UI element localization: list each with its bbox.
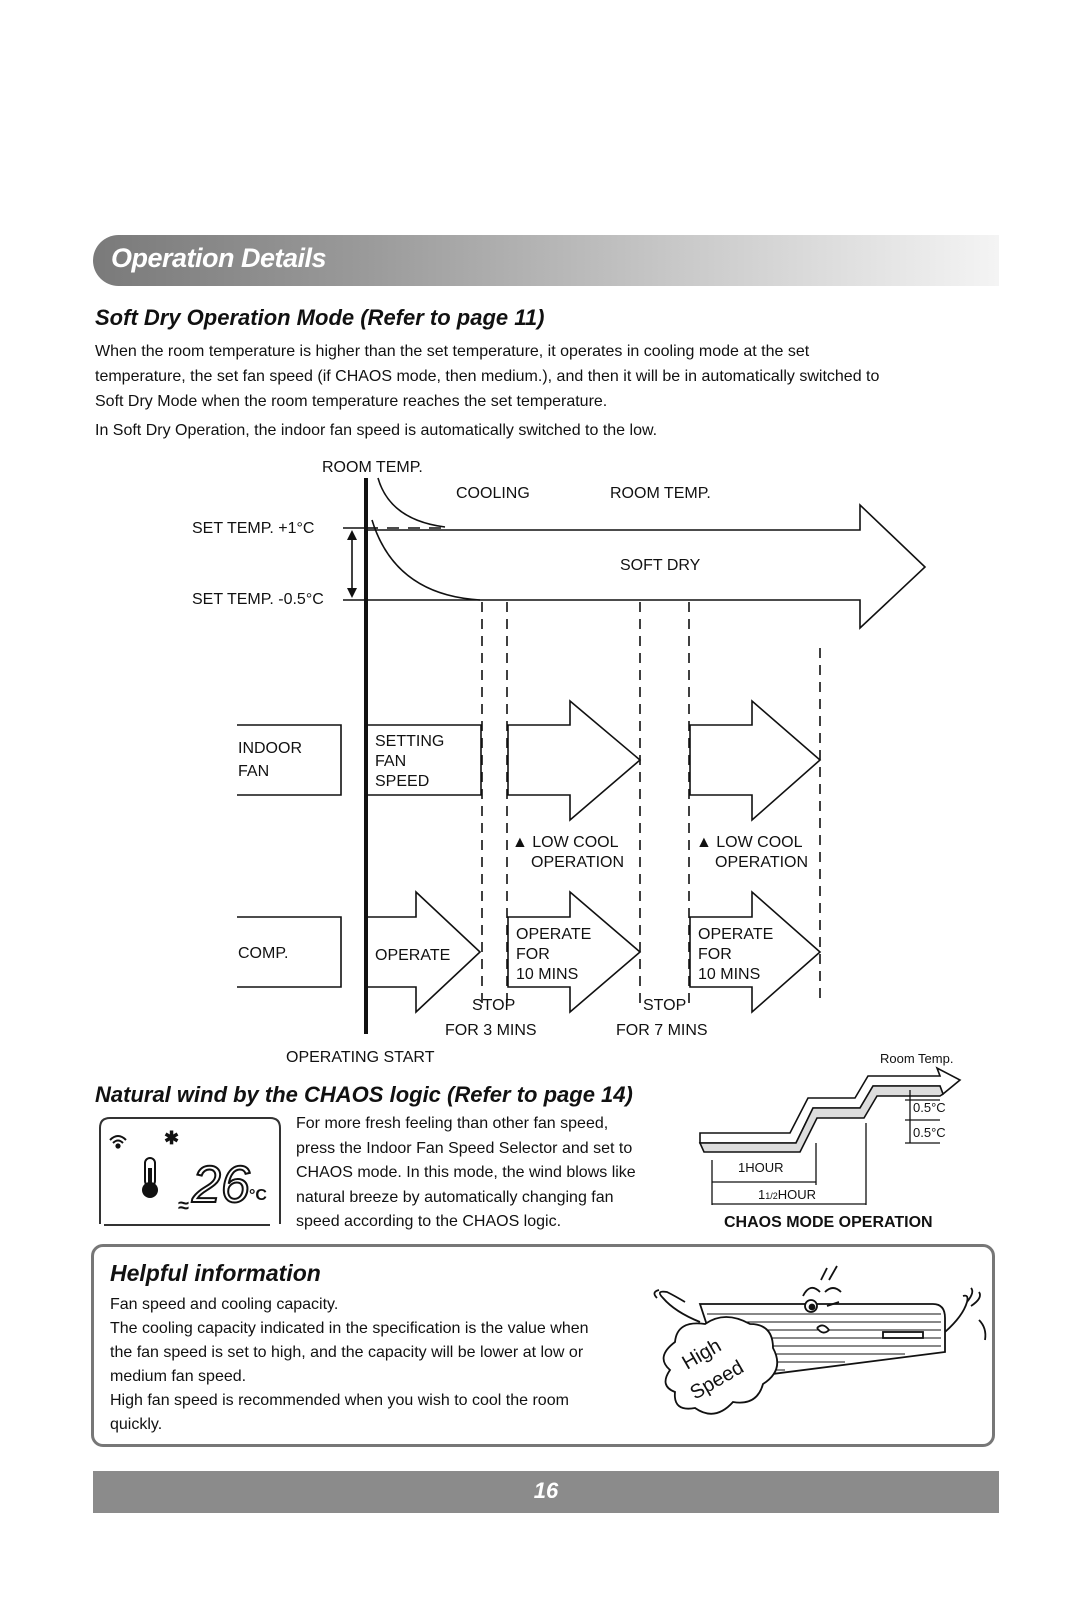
graph-1hour-label: 1HOUR	[738, 1160, 784, 1175]
footer-bar: 16	[93, 1471, 999, 1513]
graph-room-temp-label: Room Temp.	[880, 1051, 953, 1066]
paragraph-line: press the Indoor Fan Speed Selector and …	[296, 1139, 633, 1157]
fan-signal-icon	[109, 1135, 127, 1149]
operate-arrow	[366, 890, 482, 1014]
operate-for-label-2b: FOR	[698, 946, 732, 963]
room-temp-curve-label: ROOM TEMP.	[610, 485, 711, 502]
paragraph-line: CHAOS mode. In this mode, the wind blows…	[296, 1164, 636, 1181]
face-mouth	[816, 1324, 831, 1334]
comp-box	[237, 916, 342, 988]
operate-for-label-1a: OPERATE	[516, 926, 591, 943]
wind-icon: ≈	[178, 1195, 189, 1217]
paragraph-line: the fan speed is set to high, and the ca…	[110, 1344, 584, 1361]
speed-cloud	[662, 1316, 779, 1415]
helpful-info-box	[91, 1244, 995, 1447]
stop-label-2b: FOR 7 MINS	[616, 1022, 708, 1039]
paragraph-line: medium fan speed.	[110, 1368, 247, 1385]
fan-low-arrow-1	[507, 699, 642, 822]
paragraph-line: Soft Dry Mode when the room temperature …	[95, 393, 608, 410]
paragraph-line: When the room temperature is higher than…	[95, 343, 810, 360]
wind-strip-shade	[698, 1085, 944, 1153]
chaos-paragraph: For more fresh feeling than other fan sp…	[296, 1112, 696, 1235]
cooling-curve	[377, 477, 446, 528]
section-banner: Operation Details	[93, 235, 999, 286]
effort-lines	[820, 1265, 838, 1281]
cooling-label: COOLING	[456, 485, 530, 502]
operate-for-arrow-2	[689, 890, 822, 1014]
soft-dry-note: In Soft Dry Operation, the indoor fan sp…	[95, 422, 658, 439]
paragraph-line: High fan speed is recommended when you w…	[110, 1392, 569, 1409]
comp-label: COMP.	[238, 945, 288, 962]
operate-for-label-2c: 10 MINS	[698, 966, 760, 983]
low-cool-label-1a: ▲ LOW COOL	[512, 834, 619, 851]
operate-for-label-1b: FOR	[516, 946, 550, 963]
soft-dry-label: SOFT DRY	[620, 557, 701, 574]
low-cool-label-2b: OPERATION	[715, 854, 808, 871]
helpful-heading: Helpful information	[110, 1260, 321, 1286]
setting-fan-box	[366, 724, 482, 796]
thermometer-icon	[142, 1157, 158, 1198]
stop-label-2a: STOP	[643, 997, 686, 1014]
operate-for-label-2a: OPERATE	[698, 926, 773, 943]
indoor-fan-box	[237, 724, 342, 796]
paragraph-line: speed according to the CHAOS logic.	[296, 1213, 562, 1230]
mode-arrow	[366, 503, 927, 630]
low-cool-label-2a: ▲ LOW COOL	[696, 834, 803, 851]
paragraph-line: natural breeze by automatically changing…	[296, 1188, 614, 1206]
air-conditioner-cartoon: High Speed	[653, 1265, 987, 1415]
paragraph-line: For more fresh feeling than other fan sp…	[296, 1115, 609, 1132]
indoor-fan-label-1: INDOOR	[238, 740, 302, 757]
chaos-heading: Natural wind by the CHAOS logic (Refer t…	[95, 1082, 633, 1107]
soft-dry-curve	[371, 519, 481, 601]
room-temp-axis-label: ROOM TEMP.	[322, 459, 423, 476]
fan-low-arrow-2	[689, 699, 822, 822]
operate-label: OPERATE	[375, 947, 450, 964]
setting-fan-label-1: SETTING	[375, 733, 444, 750]
display-unit: °C	[249, 1187, 267, 1204]
setting-fan-label-2: FAN	[375, 753, 406, 770]
operate-for-label-1c: 10 MINS	[516, 966, 578, 983]
paragraph-line: Fan speed and cooling capacity.	[110, 1296, 339, 1313]
set-temp-plus-label: SET TEMP. +1°C	[192, 520, 314, 537]
temp-span-arrowheads	[347, 530, 357, 598]
face-brow-left	[802, 1286, 821, 1297]
operate-for-arrow-1	[507, 890, 642, 1014]
soft-dry-paragraph: When the room temperature is higher than…	[95, 339, 995, 414]
graph-1half-hour-label: 11/2HOUR	[758, 1187, 816, 1202]
face-eye-right	[826, 1301, 840, 1307]
low-cool-label-1b: OPERATION	[531, 854, 624, 871]
setting-fan-label-3: SPEED	[375, 773, 429, 790]
stop-label-1b: FOR 3 MINS	[445, 1022, 537, 1039]
snowflake-icon: ✱	[164, 1128, 179, 1148]
time-markers	[481, 602, 821, 1005]
paragraph-line: temperature, the set fan speed (if CHAOS…	[95, 368, 880, 385]
remote-display-illustration: ✱ 26 °C ≈	[99, 1117, 281, 1226]
stop-label-1a: STOP	[472, 997, 515, 1014]
section-title: Operation Details	[111, 243, 327, 273]
motion-lines	[978, 1319, 987, 1341]
helpful-paragraph: Fan speed and cooling capacity. The cool…	[110, 1293, 670, 1437]
set-temp-minus-label: SET TEMP. -0.5°C	[192, 591, 324, 608]
left-arm	[658, 1290, 701, 1323]
soft-dry-timing-diagram: ROOM TEMP. COOLING ROOM TEMP. SET TEMP. …	[192, 459, 927, 1066]
indoor-fan-label-2: FAN	[238, 763, 269, 780]
left-hand	[653, 1289, 660, 1299]
right-arm	[944, 1287, 981, 1333]
soft-dry-heading: Soft Dry Operation Mode (Refer to page 1…	[95, 305, 545, 330]
page-number: 16	[533, 1478, 559, 1503]
paragraph-line: quickly.	[110, 1416, 163, 1433]
chaos-graph-caption: CHAOS MODE OPERATION	[724, 1214, 933, 1231]
indoor-unit-display	[882, 1331, 924, 1339]
graph-delta-label-1: 0.5°C	[913, 1100, 946, 1115]
face-brow-right	[824, 1287, 842, 1293]
chaos-mode-graph: Room Temp. 0.5°C 0.5°C 1HOUR 11/2HOUR	[698, 1051, 962, 1205]
paragraph-line: The cooling capacity indicated in the sp…	[110, 1320, 589, 1337]
graph-delta-label-2: 0.5°C	[913, 1125, 946, 1140]
operating-start-label: OPERATING START	[286, 1049, 435, 1066]
display-temperature: 26	[191, 1156, 250, 1214]
